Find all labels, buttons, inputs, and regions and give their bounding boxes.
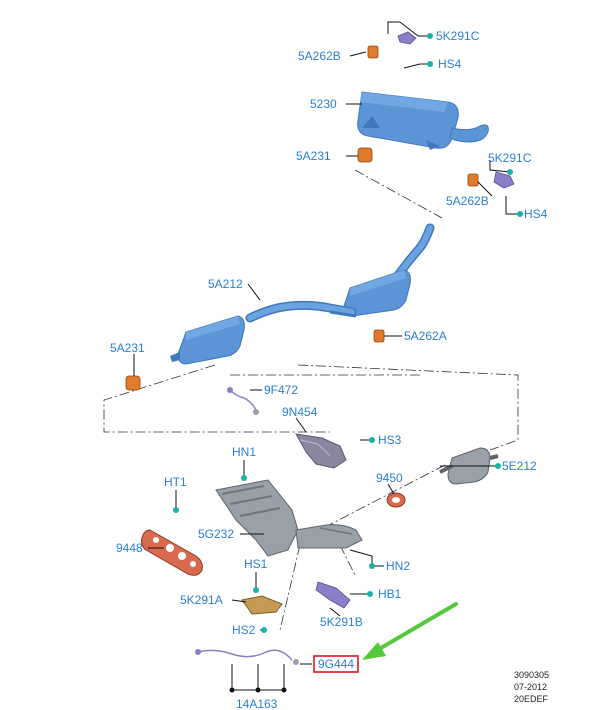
rear-muffler-5230 — [357, 91, 489, 150]
label-5230: 5230 — [310, 97, 337, 111]
label-5K291C-right: 5K291C — [488, 151, 532, 165]
assembly-dash-lines — [103, 169, 519, 631]
fastener-dots — [173, 33, 523, 693]
insulator-5A262B-top — [367, 45, 379, 59]
label-HS3: HS3 — [378, 433, 402, 447]
reference-block: 3090305 07-2012 20EDEF — [514, 670, 549, 704]
reference-code: 20EDEF — [514, 694, 549, 704]
label-HN2: HN2 — [386, 559, 410, 573]
oxygen-sensor-9F472 — [227, 387, 259, 415]
bracket-5K291A — [241, 595, 283, 615]
label-HB1: HB1 — [378, 587, 402, 601]
label-9450: 9450 — [376, 471, 403, 485]
insulator-5A231-top — [357, 147, 373, 163]
label-5G232: 5G232 — [198, 527, 234, 541]
label-HS2: HS2 — [232, 623, 256, 637]
highlighted-part-9G444: 9G444 — [313, 655, 359, 673]
part-labels: 5K291C 5A262B HS4 5230 5A231 5K291C 5A26… — [110, 29, 548, 710]
wiring-harness-14A163 — [231, 664, 285, 691]
label-HS1: HS1 — [244, 557, 268, 571]
label-5A262B-right: 5A262B — [446, 194, 489, 208]
label-5A262B-top: 5A262B — [298, 49, 341, 63]
exhaust-manifold-5G232 — [215, 479, 363, 557]
label-HS4-top: HS4 — [438, 57, 462, 71]
label-HT1: HT1 — [164, 475, 187, 489]
label-9F472: 9F472 — [264, 383, 298, 397]
label-9G444: 9G444 — [318, 657, 354, 671]
reference-number: 3090305 — [514, 670, 549, 680]
green-callout-arrow — [362, 602, 458, 660]
label-5E212: 5E212 — [502, 459, 537, 473]
label-HN1: HN1 — [232, 445, 256, 459]
label-5K291B: 5K291B — [320, 615, 363, 629]
label-5K291A: 5K291A — [180, 593, 223, 607]
label-5K291C-top: 5K291C — [436, 29, 480, 43]
label-HS4-right: HS4 — [524, 207, 548, 221]
gasket-9450 — [386, 492, 406, 508]
label-9448: 9448 — [116, 541, 143, 555]
label-5A212: 5A212 — [208, 277, 243, 291]
label-5A262A: 5A262A — [404, 329, 447, 343]
bracket-5K291C-top — [397, 31, 417, 45]
label-14A163: 14A163 — [236, 697, 278, 710]
pipe-assembly-5A212 — [170, 223, 435, 365]
bracket-5K291C-right — [493, 171, 515, 189]
insulator-5A262A — [373, 329, 385, 343]
bracket-5K291B — [315, 581, 351, 609]
leader-lines — [133, 21, 520, 665]
gasket-9448 — [141, 529, 203, 576]
insulator-5A231-left — [125, 375, 141, 391]
label-9N454: 9N454 — [282, 405, 318, 419]
label-5A231-left: 5A231 — [110, 341, 145, 355]
heat-shield-9N454 — [295, 433, 347, 469]
reference-date: 07-2012 — [514, 682, 547, 692]
label-5A231-top: 5A231 — [296, 149, 331, 163]
oxygen-sensor-9G444 — [195, 649, 299, 665]
insulator-5A262B-right — [467, 173, 479, 187]
